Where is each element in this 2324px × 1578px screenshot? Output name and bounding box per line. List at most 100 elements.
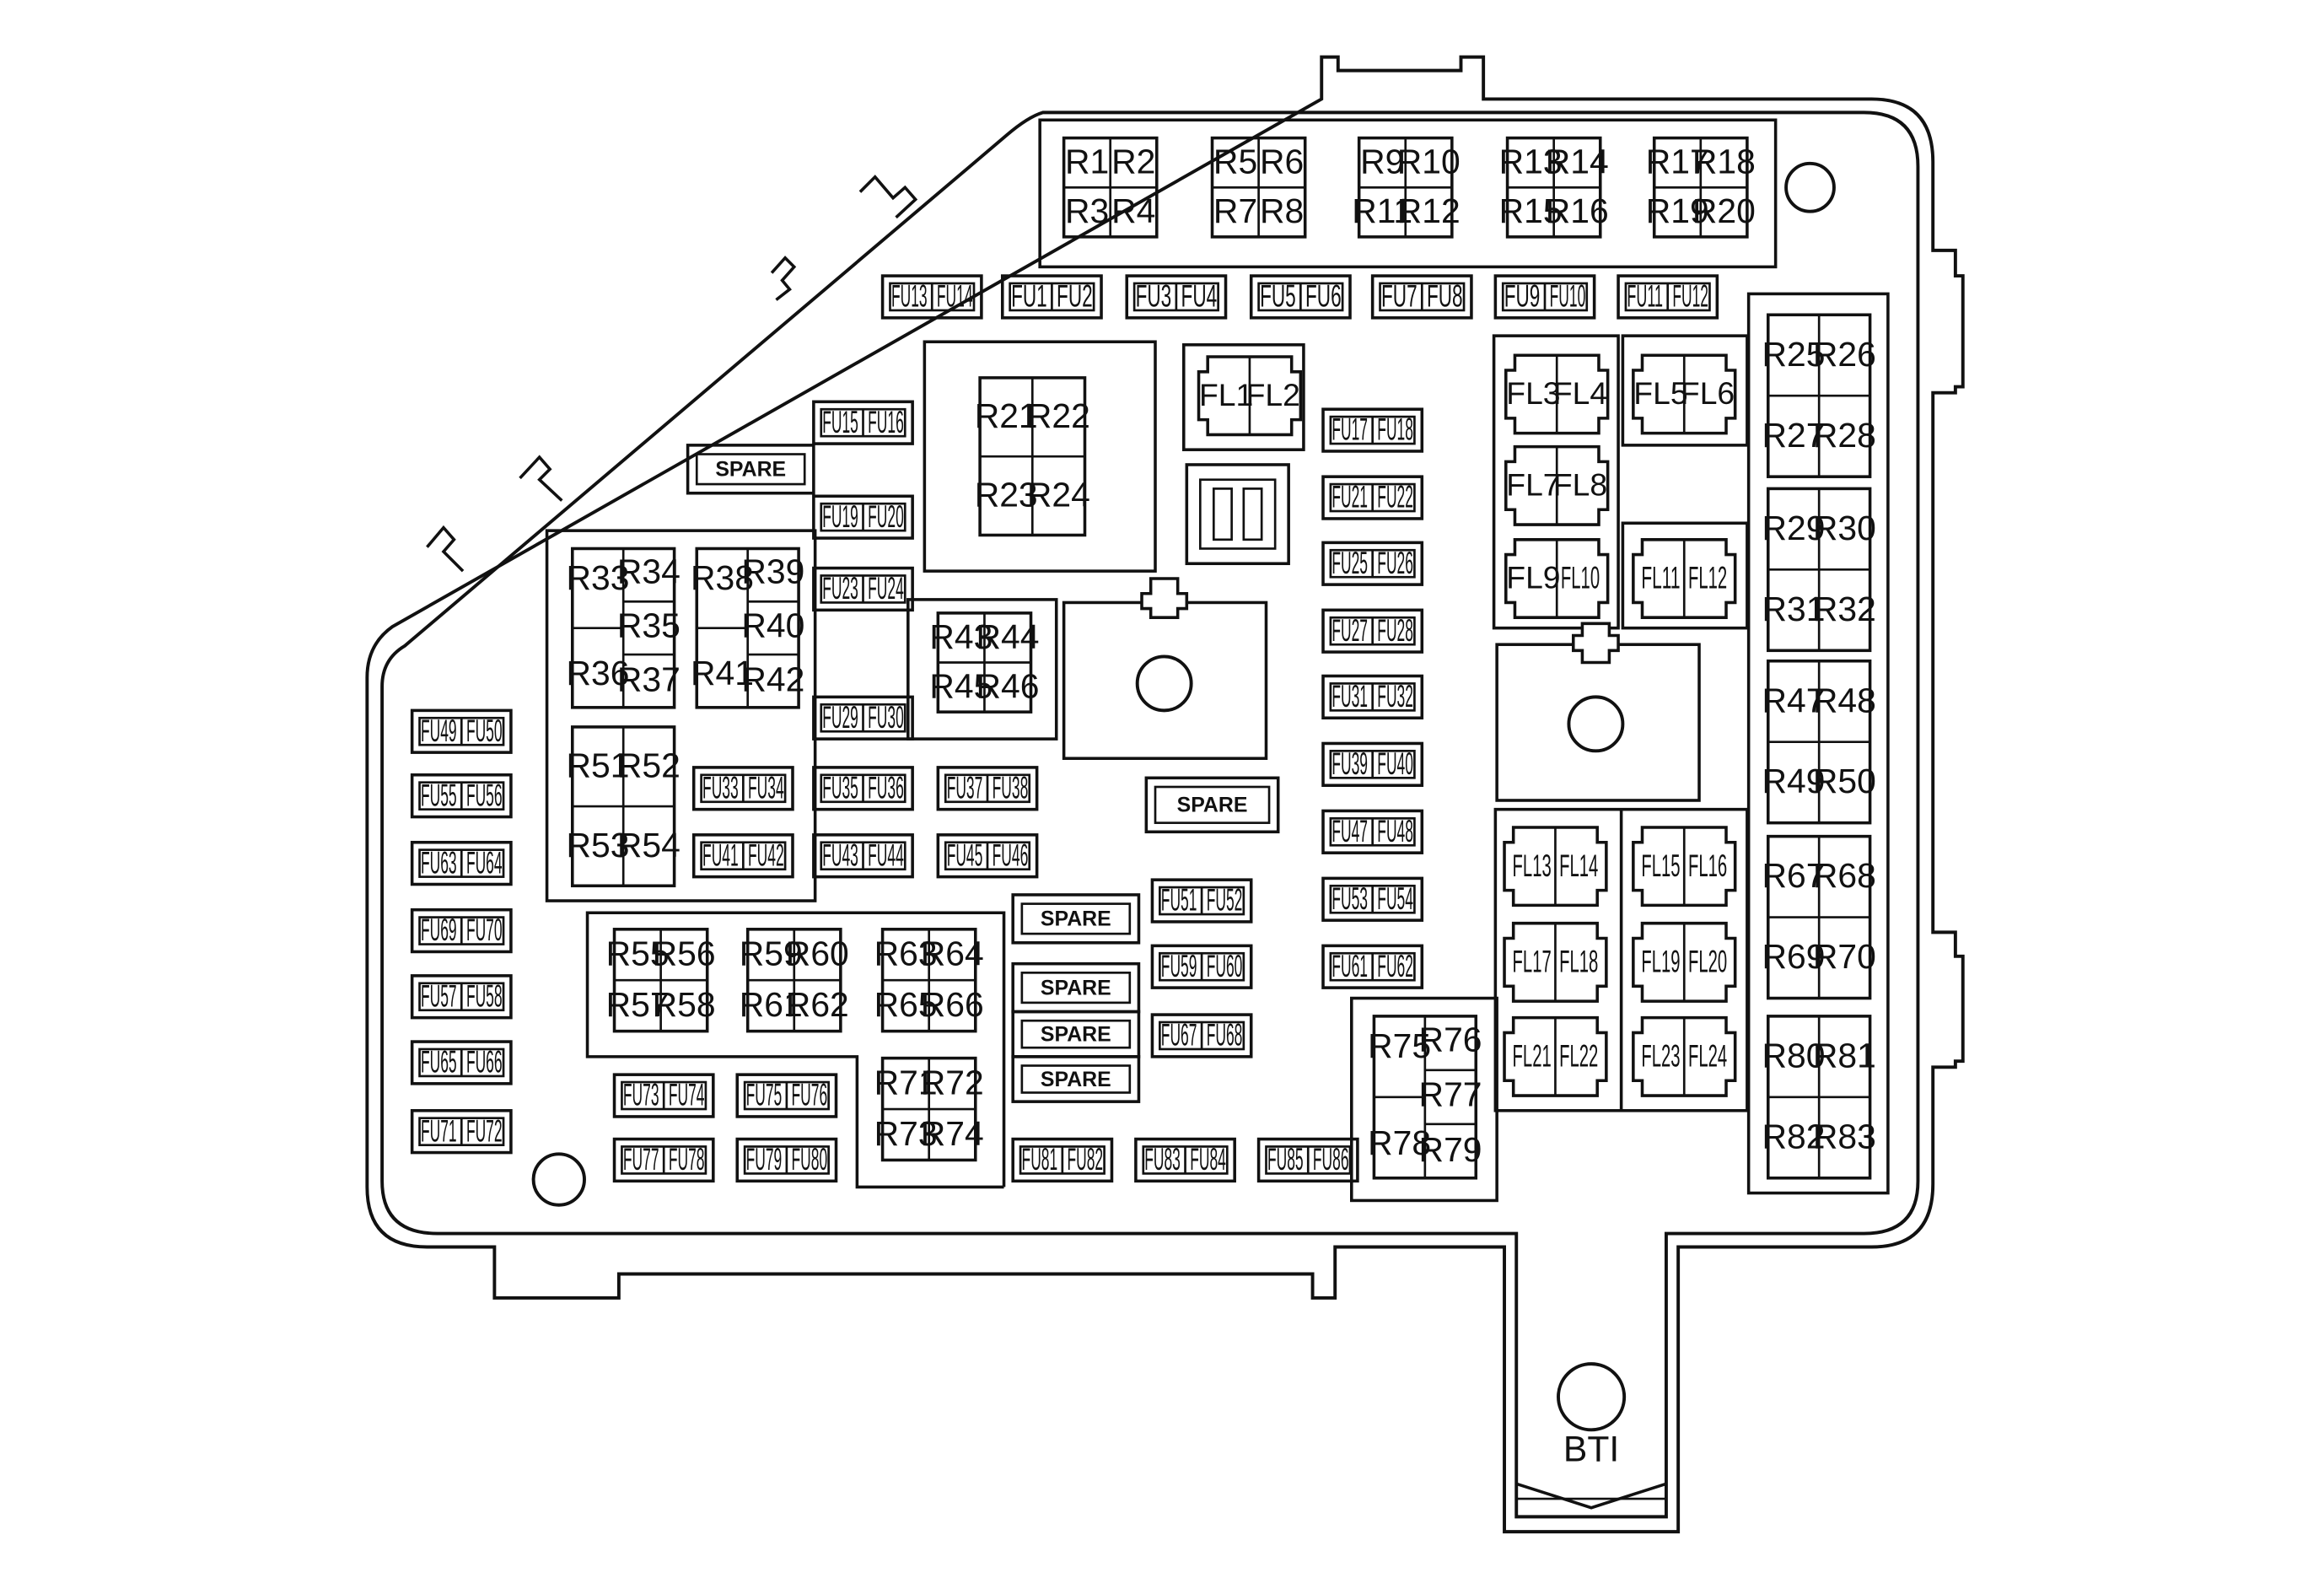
- connector-socket-slot-right: [1242, 487, 1263, 541]
- fuse-fu45: FU45: [947, 837, 983, 872]
- spare-slot: SPARE: [1144, 776, 1280, 834]
- spare-slot: SPARE: [686, 444, 815, 495]
- fuse-fu18: FU18: [1377, 412, 1413, 447]
- compartment-fl3-fl10: [1492, 334, 1620, 630]
- fuse-fu44: FU44: [868, 837, 904, 872]
- fuse-holder: [410, 1040, 513, 1085]
- fuse-fu60: FU60: [1207, 948, 1243, 983]
- bti-terminal-chevron: [1515, 1482, 1667, 1510]
- fuse-fu58: FU58: [466, 977, 503, 1013]
- relay-r13: R13: [1499, 142, 1563, 180]
- relay-r59: R59: [740, 934, 803, 973]
- relay-r12: R12: [1397, 191, 1461, 230]
- fusible-link-body: [1197, 355, 1303, 437]
- relay-r56: R56: [653, 934, 716, 973]
- fuse-fu13: FU13: [891, 278, 928, 314]
- relay-r64: R64: [921, 934, 984, 973]
- fuse-fu23: FU23: [822, 570, 858, 606]
- fuse-holder: [1321, 741, 1424, 787]
- fusible-link-body: [1504, 353, 1610, 435]
- spare-slot-label: SPARE: [715, 458, 786, 482]
- relay-r17: R17: [1646, 142, 1709, 180]
- relay-r69: R69: [1762, 937, 1825, 976]
- fuse-fu72: FU72: [466, 1112, 503, 1148]
- spare-slot-label: SPARE: [1177, 794, 1248, 817]
- fuse-fu42: FU42: [748, 837, 784, 872]
- fuse-fu47: FU47: [1331, 813, 1368, 848]
- relay-r24: R24: [1027, 475, 1090, 514]
- relay-r52: R52: [617, 746, 681, 785]
- fusible-fl1: FL1: [1199, 377, 1253, 412]
- relay-r50: R50: [1813, 762, 1876, 800]
- fuse-fu19: FU19: [822, 498, 858, 534]
- fusible-fl12: FL12: [1688, 560, 1727, 595]
- relay-r57: R57: [606, 985, 670, 1024]
- spare-slot-frame: [1011, 1055, 1141, 1103]
- fusible-fl15: FL15: [1641, 848, 1680, 883]
- stud-center-cap: [1140, 577, 1189, 619]
- fuse-fu4: FU4: [1181, 278, 1218, 314]
- relay-r48: R48: [1813, 681, 1876, 719]
- fuse-fu53: FU53: [1331, 881, 1368, 916]
- fuse-fu65: FU65: [421, 1044, 457, 1080]
- relay-r38: R38: [691, 558, 754, 597]
- fuse-holder: [1134, 1137, 1236, 1183]
- fuse-fu30: FU30: [868, 699, 904, 735]
- relay-r41: R41: [691, 654, 754, 692]
- fuse-holder: [1249, 274, 1352, 320]
- fuse-fu28: FU28: [1377, 612, 1413, 648]
- fuse-holder: [410, 708, 513, 754]
- fusible-fl13: FL13: [1513, 848, 1552, 883]
- fusible-fl19: FL19: [1641, 944, 1680, 979]
- fuse-fu86: FU86: [1313, 1141, 1349, 1177]
- relay-r67: R67: [1762, 856, 1825, 895]
- fusible-fl6: FL6: [1681, 375, 1735, 411]
- fusible-link-body: [1632, 1015, 1737, 1097]
- fuse-fu83: FU83: [1144, 1141, 1181, 1177]
- fuse-fu68: FU68: [1207, 1017, 1243, 1053]
- fuse-fu22: FU22: [1377, 479, 1413, 514]
- fuse-fu49: FU49: [421, 713, 457, 748]
- spare-slot-inner: [1020, 1064, 1132, 1094]
- fuse-fu15: FU15: [822, 404, 858, 439]
- fuse-fu71: FU71: [421, 1112, 457, 1148]
- relay-r7: R7: [1213, 191, 1257, 230]
- fuse-fu80: FU80: [792, 1141, 828, 1177]
- spare-slot-label: SPARE: [1041, 907, 1111, 931]
- fuse-fu27: FU27: [1331, 612, 1368, 648]
- relay-r1: R1: [1065, 142, 1109, 180]
- relay-r36: R36: [567, 654, 630, 692]
- fuse-fu52: FU52: [1207, 882, 1243, 918]
- fuse-fu38: FU38: [993, 769, 1029, 805]
- compartment-top-relays: [1038, 118, 1778, 269]
- fuse-fu67: FU67: [1161, 1017, 1197, 1053]
- fuse-fu79: FU79: [746, 1141, 783, 1177]
- relay-r54: R54: [617, 826, 681, 864]
- relay-r35: R35: [617, 606, 681, 644]
- fuse-fu6: FU6: [1305, 278, 1342, 314]
- fuse-fu9: FU9: [1504, 278, 1541, 314]
- fuse-fu43: FU43: [822, 837, 858, 872]
- relay-r58: R58: [653, 985, 716, 1024]
- relay-r81: R81: [1813, 1036, 1876, 1074]
